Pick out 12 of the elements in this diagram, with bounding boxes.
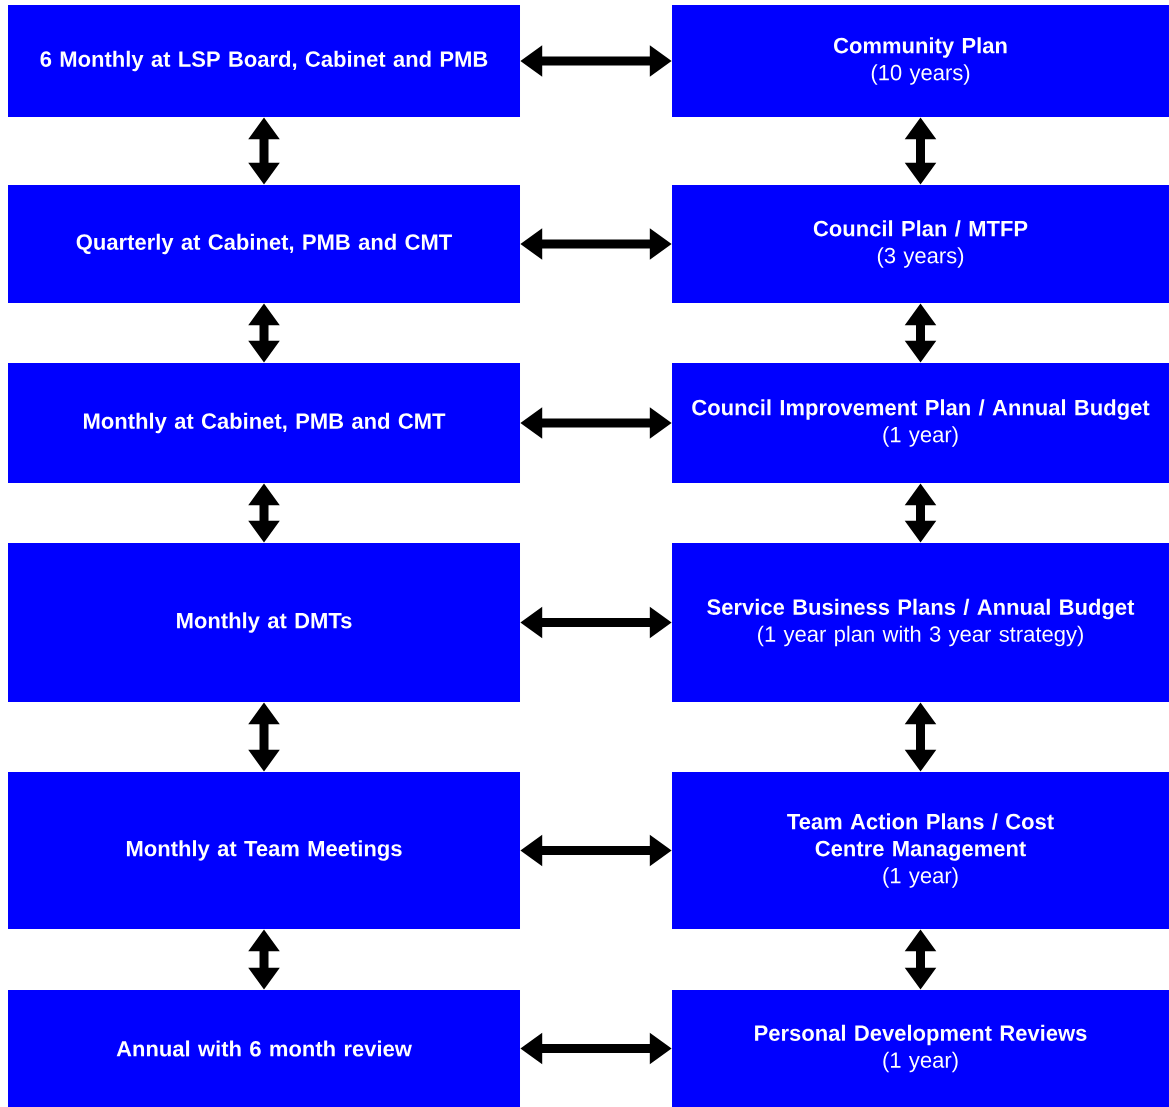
plan-box: Quarterly at Cabinet, PMB and CMT [8,185,520,303]
plan-box: Council Improvement Plan / Annual Budget (1 year) [672,363,1169,483]
plan-box: Monthly at Team Meetings [8,772,520,929]
plan-box: Community Plan (10 years) [672,5,1169,117]
plan-box: Monthly at Cabinet, PMB and CMT [8,363,520,483]
plan-box: Personal Development Reviews (1 year) [672,990,1169,1107]
plan-box: Service Business Plans / Annual Budget (1 year plan with 3 year strategy) [672,543,1169,702]
plan-box: Annual with 6 month review [8,990,520,1107]
plan-box: Council Plan / MTFP (3 years) [672,185,1169,303]
plan-box: Team Action Plans / Cost Centre Management (1 year) [672,772,1169,929]
plan-box: Monthly at DMTs [8,543,520,702]
plan-box: 6 Monthly at LSP Board, Cabinet and PMB [8,5,520,117]
